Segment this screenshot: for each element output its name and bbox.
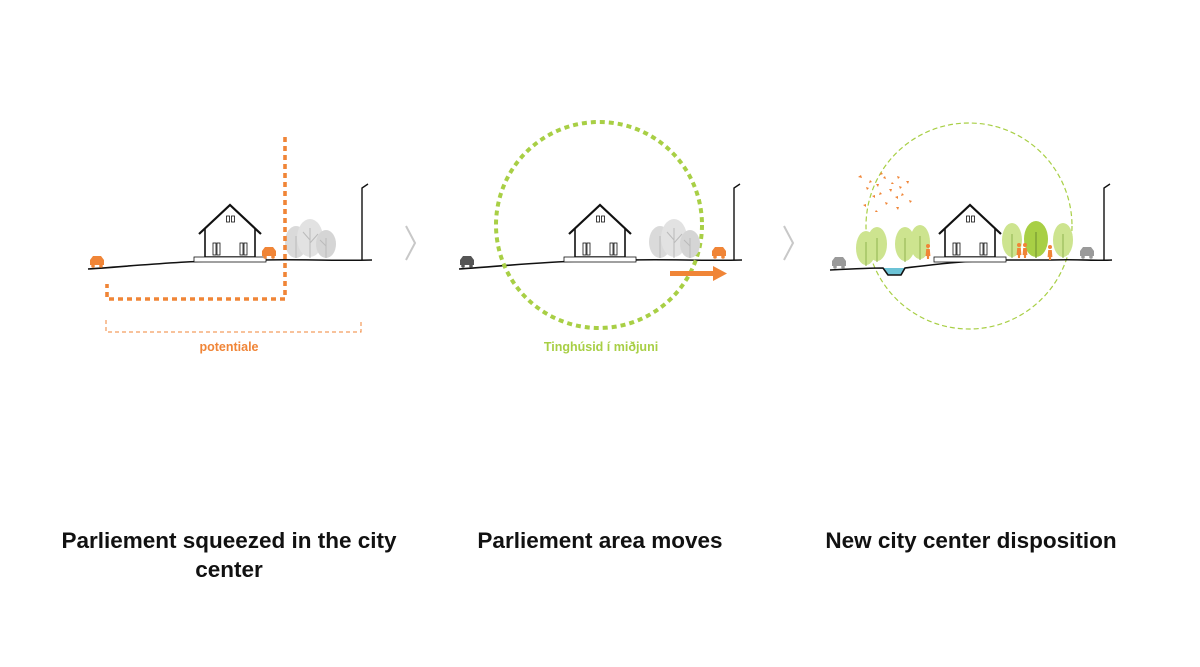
ground-line (829, 258, 1113, 276)
potential-bracket (105, 320, 362, 333)
arrow-right-icon (670, 266, 727, 281)
panel-label: Tinghúsid í miðjuni (544, 340, 658, 354)
streetlight-icon (361, 183, 369, 261)
car-icon (262, 247, 276, 259)
house-icon (932, 203, 1008, 264)
canal-water (883, 268, 905, 275)
tree-icon (648, 218, 701, 259)
tree-icon (284, 218, 337, 259)
car-icon (832, 257, 846, 269)
car-icon (90, 256, 104, 268)
caption-squeezed: Parliement squeezed in the city center (61, 528, 397, 582)
caption-moves: Parliement area moves (477, 528, 723, 553)
panel-2-section: Tinghúsid í miðjuni (458, 120, 743, 354)
chevron-right-icon (783, 225, 795, 261)
squeeze-boundary (105, 137, 287, 301)
chevron-right-icon (405, 225, 417, 261)
panel-1-section: potentiale (87, 137, 373, 354)
relocation-circle (494, 120, 704, 330)
car-icon (1080, 247, 1094, 259)
falling-leaves (858, 172, 912, 212)
house-icon (192, 203, 268, 264)
car-icon (460, 256, 474, 268)
panel-label: potentiale (199, 340, 258, 354)
new-center-circle (865, 122, 1073, 330)
house-icon (562, 203, 638, 264)
panel-3-section (829, 122, 1113, 330)
streetlight-icon (733, 183, 741, 261)
streetlight-icon (1103, 183, 1111, 261)
caption-new-disposition: New city center disposition (825, 528, 1117, 553)
car-icon (712, 247, 726, 259)
